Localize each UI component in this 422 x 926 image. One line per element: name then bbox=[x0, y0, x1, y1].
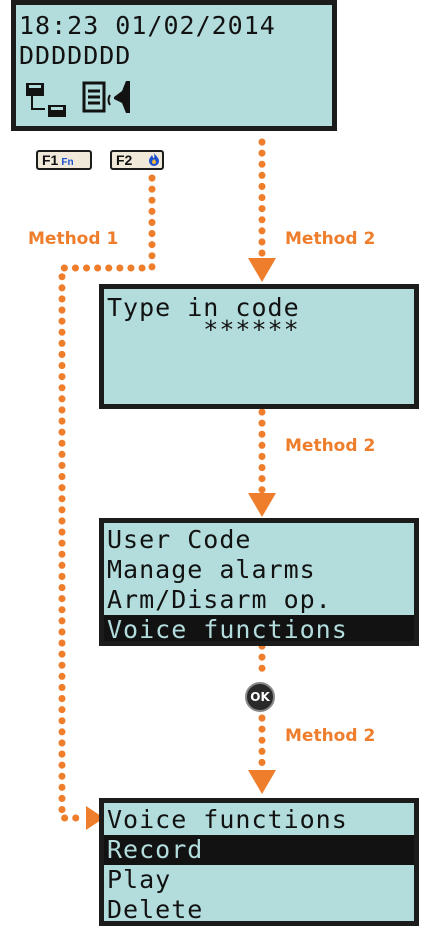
method1-path bbox=[58, 174, 156, 822]
lcd-home: 18:23 01/02/2014 DDDDDDD bbox=[11, 0, 337, 131]
user-menu-item[interactable]: User Code bbox=[107, 525, 252, 554]
method2-label-low: Method 2 bbox=[285, 726, 376, 746]
voice-menu-item-selected[interactable]: Record bbox=[104, 835, 414, 865]
arrowhead-voice-down bbox=[248, 770, 276, 794]
voice-menu-item[interactable]: Delete bbox=[107, 895, 204, 924]
method2-label-top: Method 2 bbox=[285, 229, 376, 249]
home-name: DDDDDDD bbox=[19, 41, 132, 70]
lcd-user-menu: User Code Manage alarms Arm/Disarm op. V… bbox=[99, 518, 419, 646]
method2-label-mid: Method 2 bbox=[285, 436, 376, 456]
fire-icon bbox=[149, 153, 159, 166]
ok-button[interactable]: OK bbox=[245, 682, 275, 712]
voice-menu-item[interactable]: Voice functions bbox=[107, 805, 348, 834]
f2-key-label: F2 bbox=[116, 152, 133, 168]
status-icons bbox=[26, 81, 130, 117]
code-line-0: Type in code bbox=[107, 293, 300, 322]
lcd-voice-menu: Voice functions Record Play Delete bbox=[99, 798, 419, 926]
method1-label: Method 1 bbox=[28, 229, 119, 249]
user-menu-item[interactable]: Manage alarms bbox=[107, 555, 316, 584]
arrowhead-user-menu bbox=[248, 493, 276, 517]
code-line-1: ****** bbox=[107, 315, 300, 344]
lcd-code-entry: Type in code ****** bbox=[99, 284, 419, 409]
f1-key-sub: Fn bbox=[61, 157, 74, 168]
f2-key[interactable]: F2 bbox=[110, 150, 164, 170]
arrowhead-voice-left bbox=[86, 806, 104, 830]
f1-key-label: F1 bbox=[42, 152, 59, 168]
home-datetime: 18:23 01/02/2014 bbox=[19, 11, 276, 40]
arrowhead-code bbox=[248, 258, 276, 282]
user-menu-item-selected[interactable]: Voice functions bbox=[104, 615, 414, 641]
user-menu-item[interactable]: Arm/Disarm op. bbox=[107, 585, 332, 614]
voice-menu-item[interactable]: Play bbox=[107, 865, 172, 894]
speaker-icon bbox=[107, 81, 130, 113]
partition-icon bbox=[26, 83, 66, 117]
document-icon bbox=[82, 81, 106, 113]
